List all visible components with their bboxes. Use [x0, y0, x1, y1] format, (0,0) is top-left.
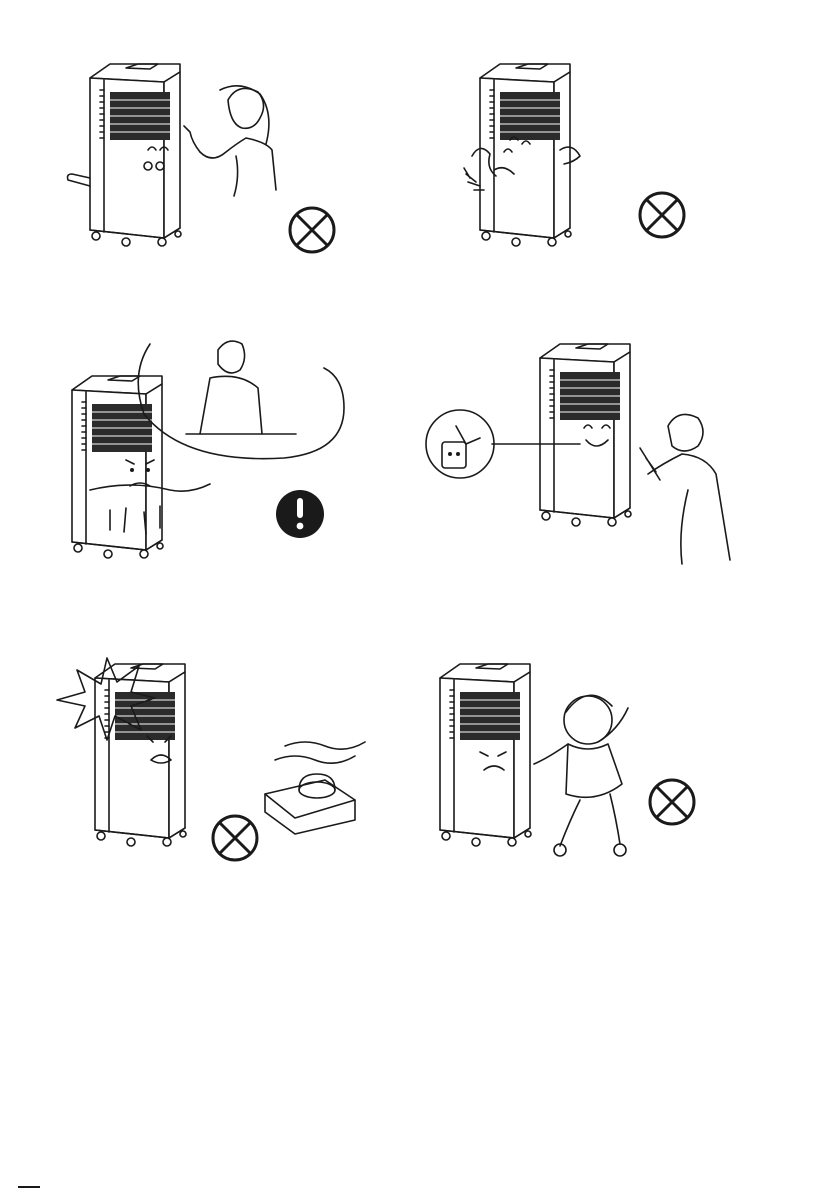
ac-unit-illustration [420, 340, 750, 570]
panel-water-leak [50, 330, 360, 560]
prohibited-icon [282, 200, 342, 260]
ac-unit-illustration [450, 60, 750, 260]
panel-wet-hands [450, 60, 750, 260]
caution-icon [270, 484, 330, 544]
panel-children-play [420, 660, 740, 890]
prohibited-icon [205, 808, 265, 868]
prohibited-icon [642, 772, 702, 832]
panel-unplug-power [420, 340, 750, 570]
panel-heat-source [55, 640, 375, 870]
panel-touch-air-outlet [60, 60, 360, 260]
prohibited-icon [632, 185, 692, 245]
footer-mark [18, 1186, 40, 1188]
